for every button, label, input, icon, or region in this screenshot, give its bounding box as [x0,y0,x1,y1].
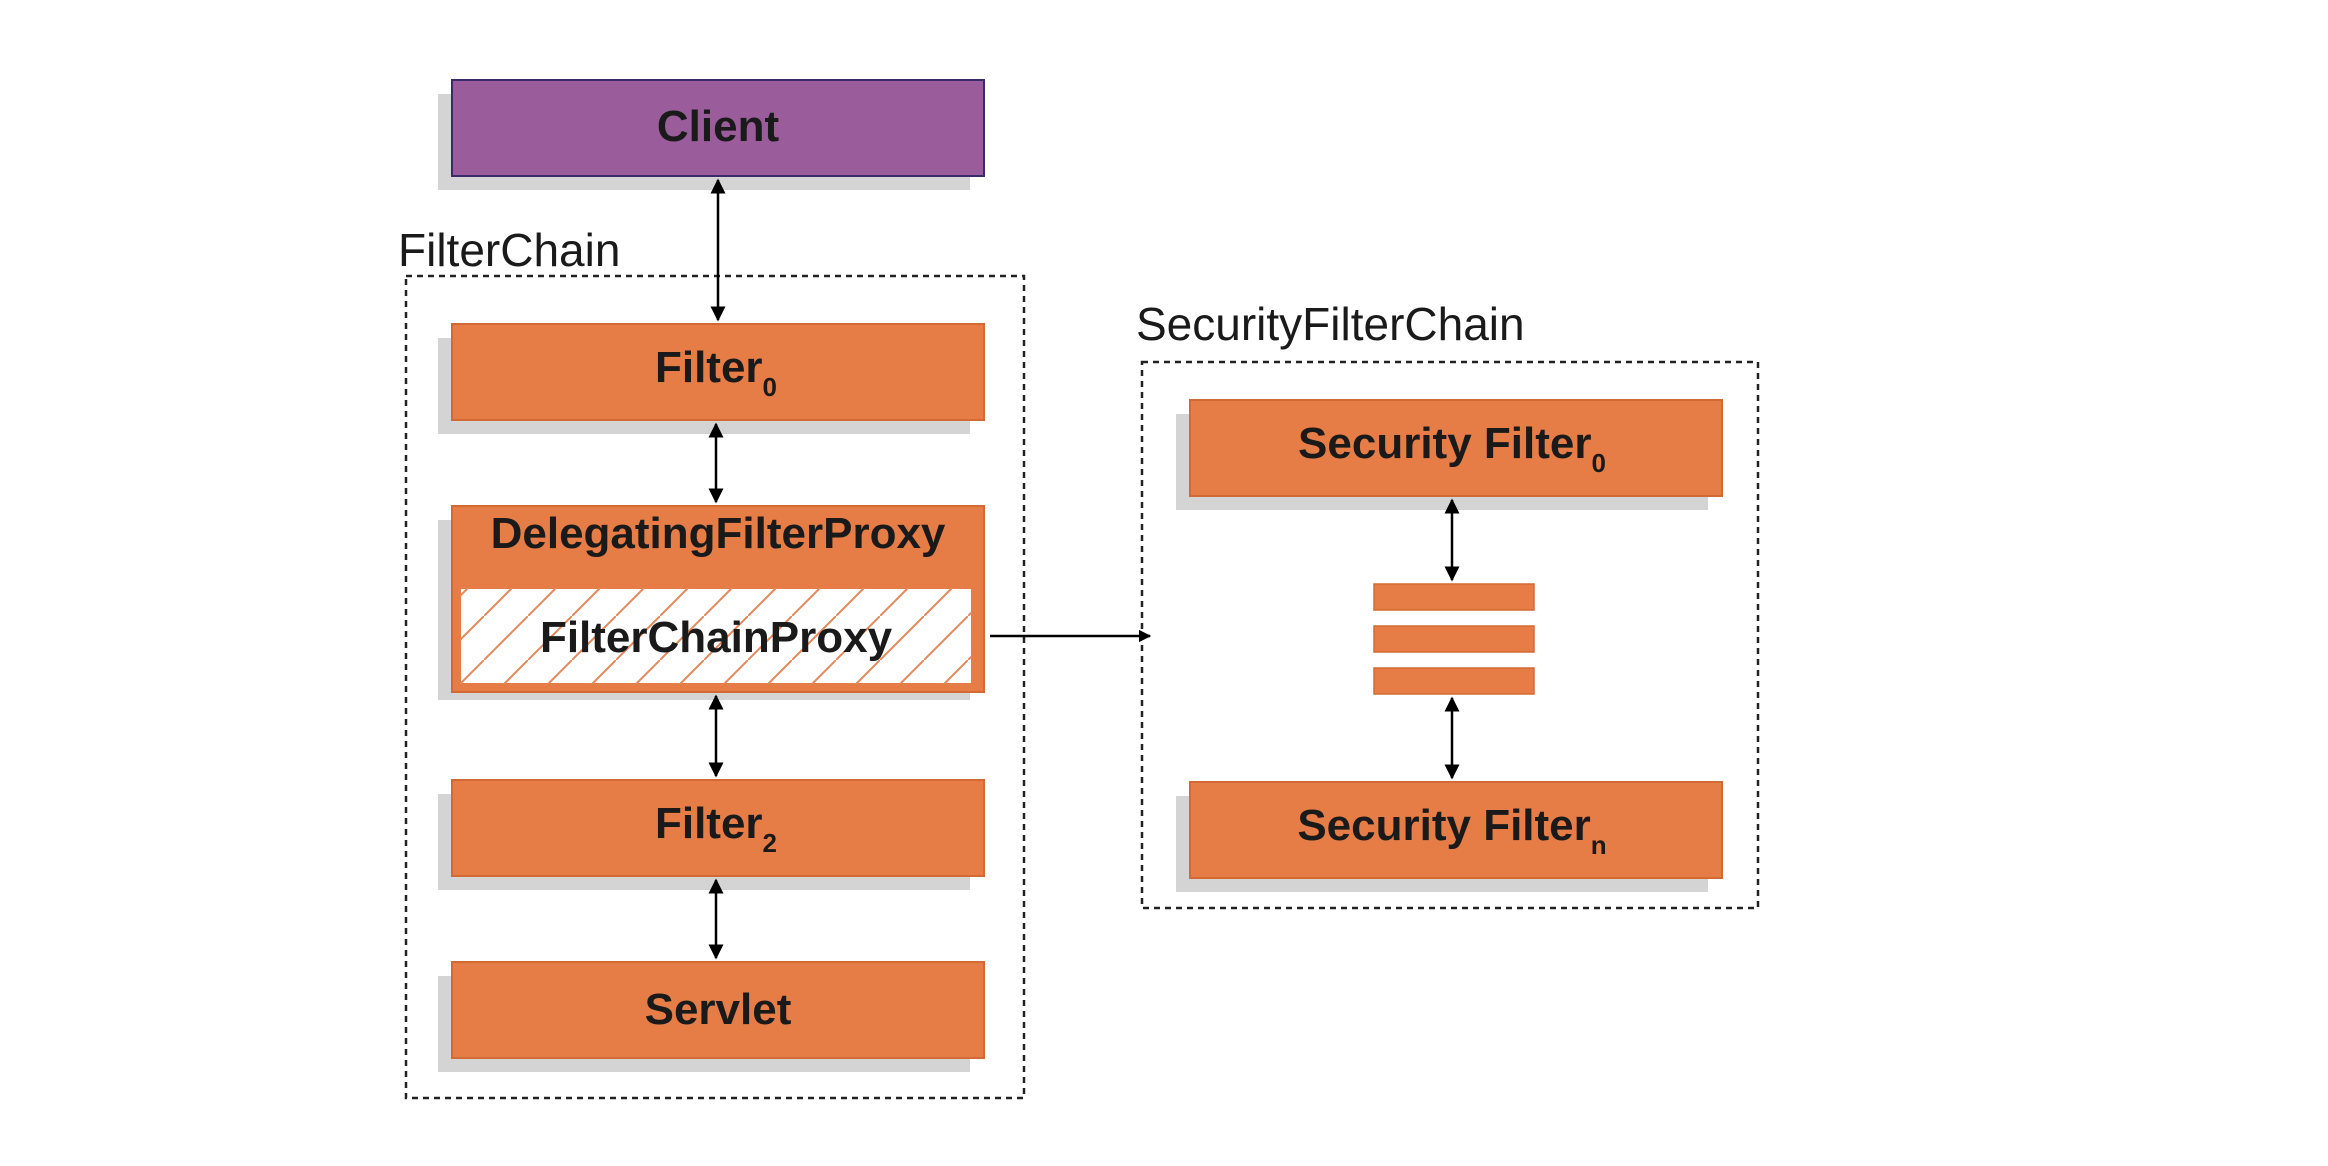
security-filter0-text: Security Filter [1298,419,1591,468]
security-filter0-subscript: 0 [1591,448,1605,478]
security-filter-chain-label: SecurityFilterChain [1136,298,1525,350]
filter0-label: Filter0 [655,343,777,402]
filter0-box [451,323,985,421]
client-box [451,79,985,177]
security-filtern-label: Security Filtern [1297,801,1606,860]
servlet-label: Servlet [645,985,792,1034]
filter2-box [451,779,985,877]
more-filters-stack [1373,583,1535,695]
delegating-filter-proxy-label: DelegatingFilterProxy [491,509,946,558]
filter2-label: Filter2 [655,799,777,858]
filter2-subscript: 2 [763,828,777,858]
filter2-text: Filter [655,799,763,848]
security-filtern-node: Security Filtern [1176,781,1723,892]
servlet-node: Servlet [438,961,985,1072]
security-filtern-subscript: n [1591,830,1607,860]
filter-chain-label: FilterChain [398,224,620,276]
filter-chain-proxy-label: FilterChainProxy [540,613,893,662]
servlet-box [451,961,985,1059]
filter2-node: Filter2 [438,779,985,890]
stack-bar-3 [1373,667,1535,695]
filter0-subscript: 0 [763,372,777,402]
security-filter0-box [1189,399,1723,497]
client-label: Client [657,102,780,151]
security-filtern-text: Security Filter [1297,801,1590,850]
filter0-text: Filter [655,343,763,392]
stack-bar-2 [1373,625,1535,653]
filter0-node: Filter0 [438,323,985,434]
stack-bar-1 [1373,583,1535,611]
filter-chain-proxy-hatch [460,588,972,684]
delegating-filter-proxy-node: DelegatingFilterProxy FilterChainProxy [438,505,985,700]
client-node: Client [438,79,985,190]
security-filter0-node: Security Filter0 [1176,399,1723,510]
security-filter0-label: Security Filter0 [1298,419,1606,478]
arrows [708,178,1460,960]
security-filtern-box [1189,781,1723,879]
